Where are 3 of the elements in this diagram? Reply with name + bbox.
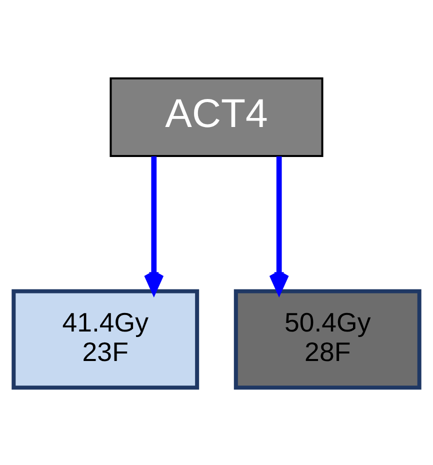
node-box: 50.4Gy 28F bbox=[234, 288, 422, 390]
node-box: 41.4Gy 23F bbox=[12, 288, 200, 390]
node-box: ACT4 bbox=[110, 76, 324, 157]
